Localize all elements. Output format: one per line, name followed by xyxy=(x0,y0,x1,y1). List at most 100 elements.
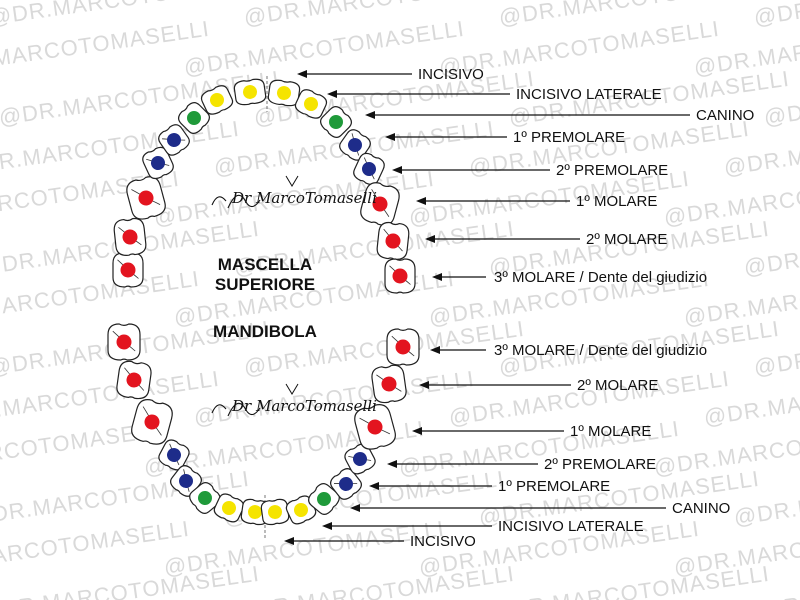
lower-label-3: 1º MOLARE xyxy=(412,423,651,440)
premolar-color-dot xyxy=(348,138,362,152)
tooth-label: INCISIVO xyxy=(410,533,476,550)
lower-label-6: CANINO xyxy=(350,500,730,517)
tooth-label: 3º MOLARE / Dente del giudizio xyxy=(494,269,707,286)
lower-label-2: 2º MOLARE xyxy=(419,377,658,394)
upper-tooth-molar xyxy=(112,252,144,288)
premolar-color-dot xyxy=(167,448,181,462)
incisor-color-dot xyxy=(294,503,308,517)
upper-tooth-molar xyxy=(360,182,400,226)
watermark-text: @DR.MARCOTOMASELLI xyxy=(497,0,781,30)
upper-label-4: 1º PREMOLARE xyxy=(385,129,625,146)
upper-arrows: INCISIVO INCISIVO LATERALE CANINO 1º PREMOL… xyxy=(297,66,754,286)
lower-tooth-molar xyxy=(107,323,141,361)
lower-label-4: 2º PREMOLARE xyxy=(387,456,656,473)
tooth-label: CANINO xyxy=(696,107,754,124)
arrow-head xyxy=(327,90,337,98)
upper-jaw-title-line2: SUPERIORE xyxy=(215,275,315,294)
signature-text: Dr MarcoTomaselli xyxy=(231,397,377,415)
incisor-color-dot xyxy=(210,93,224,107)
lower-tooth-molar xyxy=(116,360,152,400)
molar-color-dot xyxy=(385,233,401,249)
arrow-head xyxy=(284,537,294,545)
signature-logo-lower: Dr MarcoTomaselli xyxy=(211,383,377,417)
tooth-label: 1º MOLARE xyxy=(576,193,657,210)
lower-tooth-molar xyxy=(386,328,420,366)
upper-tooth-premolar xyxy=(158,124,190,156)
arrow-head xyxy=(350,504,360,512)
upper-label-5: 2º PREMOLARE xyxy=(392,162,668,179)
upper-arch xyxy=(112,78,416,294)
upper-tooth-canine xyxy=(320,106,352,138)
lower-tooth-canine xyxy=(308,483,340,515)
tooth-label: 1º MOLARE xyxy=(570,423,651,440)
molar-color-dot xyxy=(138,190,154,206)
lower-tooth-premolar xyxy=(170,465,202,497)
lower-arrows: 3º MOLARE / Dente del giudizio 2º MOLARE 1… xyxy=(284,342,730,550)
tooth-label: INCISIVO LATERALE xyxy=(498,518,644,535)
tooth-label: 2º MOLARE xyxy=(577,377,658,394)
molar-color-dot xyxy=(144,414,160,430)
canine-color-dot xyxy=(317,492,331,506)
incisor-color-dot xyxy=(248,505,262,519)
incisor-color-dot xyxy=(243,85,257,99)
watermark-text: @DR.MARCOTOMASELLI xyxy=(0,366,221,430)
lower-tooth-molar xyxy=(131,399,173,445)
lower-arch xyxy=(107,323,420,526)
arrow-head xyxy=(412,427,422,435)
lower-label-5: 1º PREMOLARE xyxy=(369,478,610,495)
arrow-head xyxy=(385,133,395,141)
upper-label-8: 3º MOLARE / Dente del giudizio xyxy=(432,269,707,286)
watermark-text: @DR.MARCOTOMASELLI xyxy=(232,561,516,600)
watermark-text: @DR.MARCOTOMASELLI xyxy=(487,561,771,600)
lower-tooth-molar xyxy=(371,364,407,404)
incisor-color-dot xyxy=(222,501,236,515)
upper-tooth-incisor xyxy=(294,89,328,119)
watermark-text: @DR.MARCOTOMASELLI xyxy=(0,516,191,580)
lower-tooth-premolar xyxy=(330,468,362,500)
upper-label-3: CANINO xyxy=(365,107,754,124)
lower-jaw-title: MANDIBOLA xyxy=(213,322,317,341)
tooth-label: CANINO xyxy=(672,500,730,517)
arrow-head xyxy=(365,111,375,119)
molar-color-dot xyxy=(367,419,383,435)
molar-color-dot xyxy=(372,196,388,212)
upper-label-6: 1º MOLARE xyxy=(416,193,657,210)
watermark-text: @DR.MARCOTOMASELLI xyxy=(0,561,261,600)
arrow-head xyxy=(297,70,307,78)
arrow-head xyxy=(432,273,442,281)
premolar-color-dot xyxy=(362,162,376,176)
upper-label-7: 2º MOLARE xyxy=(425,231,667,248)
watermark-text: @DR.MARCOTOMASELLI xyxy=(447,366,731,430)
molar-color-dot xyxy=(395,339,411,355)
arrow-head xyxy=(425,235,435,243)
incisor-color-dot xyxy=(277,86,291,100)
canine-color-dot xyxy=(187,110,201,125)
molar-color-dot xyxy=(392,268,408,284)
upper-tooth-incisor xyxy=(200,85,234,115)
arrow-head xyxy=(369,482,379,490)
upper-tooth-molar xyxy=(113,217,147,256)
molar-color-dot xyxy=(381,376,397,392)
premolar-color-dot xyxy=(151,156,165,170)
lower-tooth-incisor xyxy=(213,493,245,523)
signature-text: Dr MarcoTomaselli xyxy=(231,189,377,207)
premolar-color-dot xyxy=(167,133,181,147)
tooth-label: 2º PREMOLARE xyxy=(544,456,656,473)
tooth-label: INCISIVO xyxy=(418,66,484,83)
lower-label-1: 3º MOLARE / Dente del giudizio xyxy=(430,342,707,359)
incisor-color-dot xyxy=(304,97,318,111)
lower-tooth-premolar xyxy=(344,443,376,475)
lower-tooth-incisor xyxy=(285,495,317,525)
molar-color-dot xyxy=(116,334,132,350)
arrow-head xyxy=(322,522,332,530)
premolar-color-dot xyxy=(339,477,353,491)
upper-tooth-molar xyxy=(126,176,166,220)
watermark-text: @DR.MARCOTOMASELLI xyxy=(752,0,800,30)
tooth-label: 1º PREMOLARE xyxy=(498,478,610,495)
upper-label-2: INCISIVO LATERALE xyxy=(327,86,662,103)
watermark-text: @DR.MARCOTOMASELLI xyxy=(0,266,201,330)
tooth-label: 2º MOLARE xyxy=(586,231,667,248)
molar-color-dot xyxy=(120,262,136,278)
canine-color-dot xyxy=(329,115,343,129)
